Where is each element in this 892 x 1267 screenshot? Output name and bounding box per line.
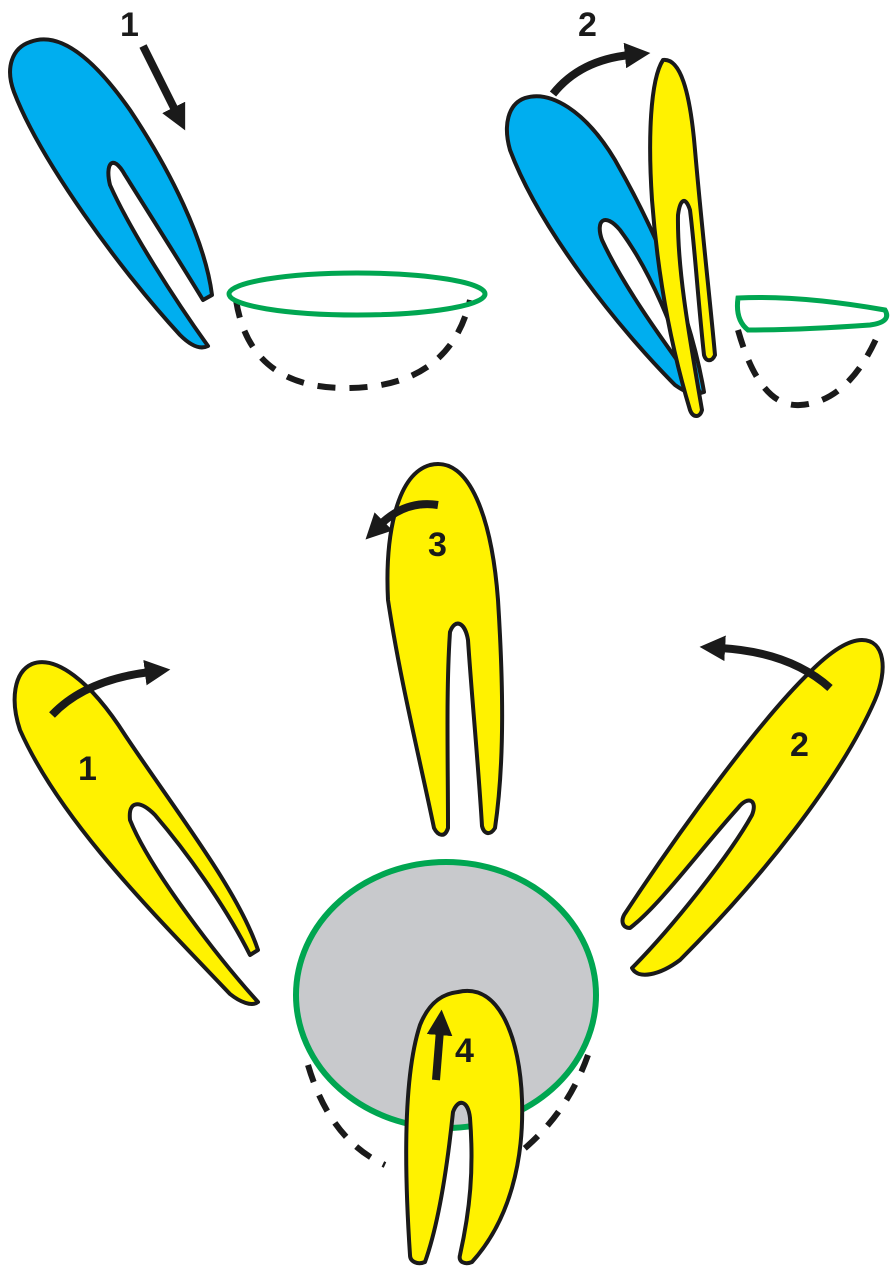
yellow-blade-2-bottom xyxy=(620,638,885,977)
opening-dotted-outline xyxy=(305,1064,387,1168)
step2-arrow xyxy=(549,42,651,97)
opening-dotted-outline-right xyxy=(508,1053,591,1163)
panel-top-left: 1 xyxy=(8,6,488,392)
blue-blade xyxy=(8,37,214,350)
yellow-blade-1 xyxy=(12,660,260,1006)
blade1-arrow xyxy=(49,659,171,718)
blade2-arrow xyxy=(699,635,833,691)
yellow-blade-3 xyxy=(385,461,505,837)
blade2-label: 2 xyxy=(790,726,809,764)
blue-blade-2 xyxy=(505,94,706,397)
blade4-arrow xyxy=(426,1009,453,1081)
cup-dotted-outline xyxy=(233,299,473,392)
panel-top-right: 2 xyxy=(505,6,890,418)
step1-label: 1 xyxy=(120,6,139,44)
panel-bottom: 1 3 2 4 xyxy=(12,461,885,1266)
blade3-label: 3 xyxy=(428,526,447,564)
cup-dotted-outline-2 xyxy=(735,328,883,409)
step1-arrow xyxy=(139,44,186,131)
blade3-arrow xyxy=(365,500,439,540)
yellow-blade-2 xyxy=(648,57,717,418)
blade1-label: 1 xyxy=(78,750,97,788)
cup-rim xyxy=(226,270,488,318)
blade4-label: 4 xyxy=(455,1032,474,1070)
step2-label: 2 xyxy=(578,6,597,44)
cup-rim-2 xyxy=(735,295,890,333)
